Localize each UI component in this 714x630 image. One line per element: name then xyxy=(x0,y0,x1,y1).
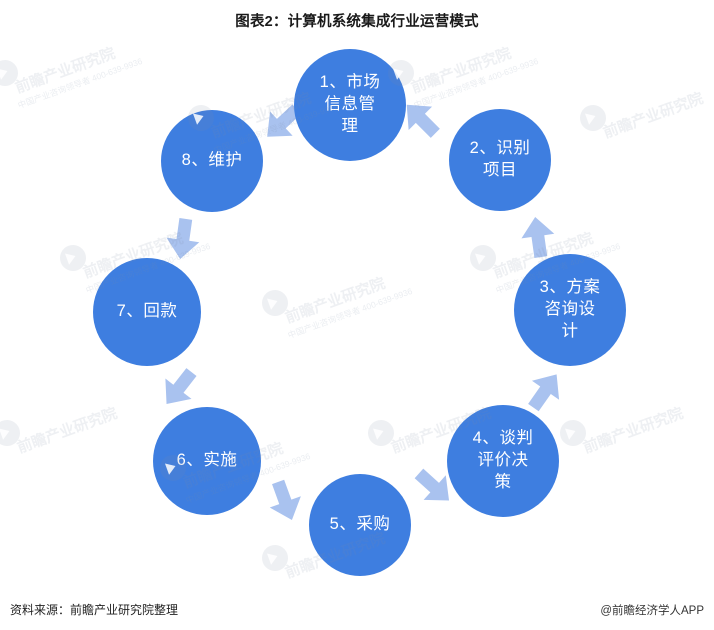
cycle-node-label: 5、采购 xyxy=(329,515,391,534)
watermark-sub-text: 中国产业咨询领导者 400-639-9936 xyxy=(286,285,414,341)
watermark-brand-text: 前瞻产业研究院 xyxy=(283,274,388,327)
watermark-logo-icon xyxy=(56,241,90,275)
watermark-logo-icon xyxy=(258,286,292,320)
cycle-node-label: 2、识别 项目 xyxy=(469,139,531,179)
cycle-node-8[interactable]: 8、维护 xyxy=(161,110,263,212)
watermark-logo-icon xyxy=(556,416,590,450)
watermark-logo-icon xyxy=(364,416,398,450)
watermark-brand-text: 前瞻产业研究院 xyxy=(13,44,118,97)
watermark-brand-text: 前瞻产业研究院 xyxy=(15,404,120,457)
brand-credit: @前瞻经济学人APP xyxy=(600,605,704,617)
cycle-node-6[interactable]: 6、实施 xyxy=(153,407,261,515)
flow-arrow-1-to-2-icon xyxy=(388,86,453,151)
cycle-node-label: 7、回款 xyxy=(116,302,178,321)
flow-arrow-7-to-8-icon xyxy=(157,213,209,265)
cycle-node-1[interactable]: 1、市场 信息管 理 xyxy=(294,49,406,161)
watermark-logo-icon xyxy=(466,241,500,275)
cycle-node-label: 4、谈判 评价决 策 xyxy=(472,429,534,491)
page-title: 图表2：计算机系统集成行业运营模式 xyxy=(235,14,479,30)
flow-arrow-5-to-6-icon xyxy=(256,472,315,531)
cycle-node-label: 8、维护 xyxy=(181,151,243,170)
cycle-node-5[interactable]: 5、采购 xyxy=(309,474,411,576)
flow-arrow-4-to-5-icon xyxy=(402,455,467,520)
cycle-node-label: 1、市场 信息管 理 xyxy=(319,73,381,135)
cycle-node-4[interactable]: 4、谈判 评价决 策 xyxy=(447,405,559,517)
watermark-sub-text: 中国产业咨询领导者 400-639-9936 xyxy=(16,55,144,111)
watermark-brand-text: 前瞻产业研究院 xyxy=(601,89,706,142)
flow-arrow-3-to-4-icon xyxy=(513,359,577,423)
source-note: 资料来源：前瞻产业研究院整理 xyxy=(10,603,179,617)
watermark-logo-icon xyxy=(258,541,292,575)
cycle-node-label: 3、方案 咨询设 计 xyxy=(539,278,601,340)
watermark-logo-icon xyxy=(576,101,610,135)
watermark-brand-text: 前瞻产业研究院 xyxy=(581,404,686,457)
cycle-node-7[interactable]: 7、回款 xyxy=(93,258,201,366)
cycle-node-2[interactable]: 2、识别 项目 xyxy=(449,109,551,211)
flow-arrow-6-to-7-icon xyxy=(147,356,212,421)
watermark-logo-icon xyxy=(0,416,24,450)
cycle-node-label: 6、实施 xyxy=(176,451,238,470)
flow-arrow-2-to-3-icon xyxy=(512,211,564,263)
watermark-logo-icon xyxy=(0,56,22,90)
cycle-node-3[interactable]: 3、方案 咨询设 计 xyxy=(514,254,626,366)
flow-arrow-8-to-1-icon xyxy=(249,90,314,155)
